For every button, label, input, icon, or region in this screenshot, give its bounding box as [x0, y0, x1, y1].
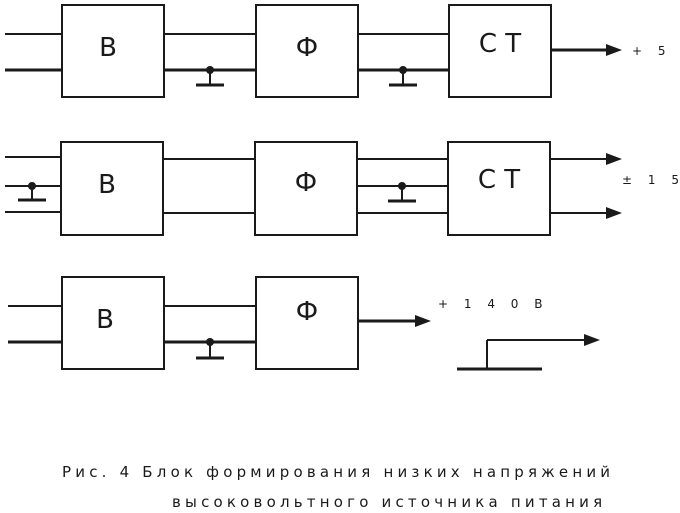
- output-label-5v: + 5 В: [632, 44, 680, 58]
- block-v1: [61, 4, 165, 98]
- block-st2: [447, 141, 551, 236]
- block-f3-label: Ф: [296, 297, 318, 327]
- block-v1-label: В: [99, 33, 117, 63]
- block-v2-label: В: [98, 170, 116, 200]
- block-v3-label: В: [96, 305, 114, 335]
- block-st1: [448, 4, 552, 98]
- terminal-arrow: [584, 334, 600, 346]
- output-label-15v: ± 1 5 В: [622, 173, 680, 187]
- output-label-140v: + 1 4 0 В: [438, 297, 548, 311]
- block-f2-label: Ф: [295, 168, 317, 198]
- output-arrow: [415, 315, 431, 327]
- output-arrow: [606, 207, 622, 219]
- block-f3: [255, 276, 359, 370]
- block-v3: [61, 276, 165, 370]
- figure-caption-line2: высоковольтного источника питания: [172, 493, 606, 511]
- output-arrow: [606, 153, 622, 165]
- block-f2: [254, 141, 358, 236]
- block-f1-label: Ф: [296, 33, 318, 63]
- figure-caption-line1: Рис. 4 Блок формирования низких напряжен…: [62, 463, 614, 481]
- block-st2-label: С Т: [478, 165, 520, 195]
- row-15v: В Ф С Т ± 1 5 В: [5, 141, 680, 236]
- row-140v: В Ф + 1 4 0 В: [8, 276, 600, 371]
- block-st1-label: С Т: [479, 29, 521, 59]
- output-arrow: [606, 44, 622, 56]
- row-5v: В Ф С Т + 5 В: [5, 4, 680, 98]
- block-v2: [60, 141, 164, 236]
- block-f1: [255, 4, 359, 98]
